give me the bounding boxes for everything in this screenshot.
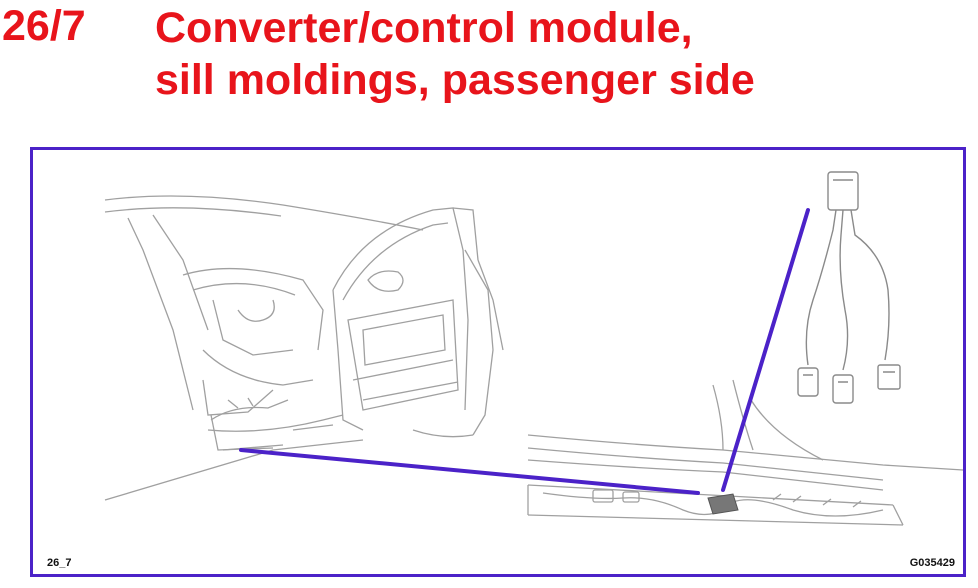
page-title: Converter/control module, sill moldings,… [155, 2, 755, 106]
control-module-marker [707, 493, 739, 515]
diagram-frame: 26_7 G035429 [30, 147, 966, 577]
car-door-illustration [104, 195, 504, 501]
figure-label-left: 26_7 [47, 557, 72, 569]
diagram-illustration [104, 171, 963, 526]
title-line-1: Converter/control module, [155, 4, 693, 52]
title-line-2: sill moldings, passenger side [155, 56, 755, 104]
converter-module-illustration [797, 171, 901, 404]
callout-line-module-to-sill [721, 208, 810, 492]
sill-molding-illustration [527, 379, 963, 526]
figure-label-right: G035429 [909, 557, 955, 569]
section-number: 26/7 [2, 2, 86, 50]
callout-line-door-to-sill [239, 448, 700, 495]
callout-lines [239, 208, 810, 495]
